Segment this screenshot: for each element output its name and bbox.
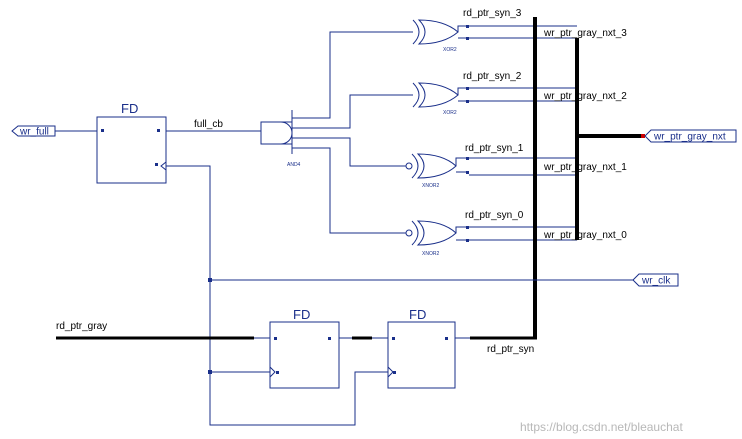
fd-top-d-pin: [101, 129, 104, 132]
fd-sync2-c-pin: [393, 371, 396, 374]
fd-sync1-d-pin: [274, 337, 277, 340]
net-rd-ptr-syn-2: rd_ptr_syn_2: [463, 71, 522, 82]
fd-top-c-pin: [155, 163, 158, 166]
net-rd-ptr-syn-0: rd_ptr_syn_0: [465, 210, 524, 221]
xnor2-gate-0[interactable]: XNOR2: [405, 220, 457, 257]
wire-and-in-3: [292, 31, 413, 119]
wire-and-in-1: [292, 137, 406, 167]
and4-label: AND4: [287, 162, 301, 168]
fd-sync1-q-pin: [328, 337, 331, 340]
port-wr-clk-label: wr_clk: [641, 276, 671, 287]
fd-sync2-d-pin: [392, 337, 395, 340]
net-full-cb-label: full_cb: [194, 119, 223, 130]
net-wr-ptr-gray-nxt-3: wr_ptr_gray_nxt_3: [543, 28, 627, 39]
net-rd-ptr-syn-3: rd_ptr_syn_3: [463, 8, 522, 19]
net-rd-ptr-syn-1: rd_ptr_syn_1: [465, 143, 524, 154]
fd-sync2-block[interactable]: FD: [387, 307, 456, 389]
xnor2-label-1: XNOR2: [422, 183, 439, 189]
fd-top-title: FD: [121, 101, 138, 116]
xor2-gate-3[interactable]: XOR2: [412, 19, 459, 53]
fd-sync1-title: FD: [293, 307, 310, 322]
xnor2-label-0: XNOR2: [422, 251, 439, 257]
fd-sync1-c-pin: [276, 371, 279, 374]
xnor2-gate-1[interactable]: XNOR2: [405, 153, 457, 189]
port-wr-ptr-gray-nxt-label: wr_ptr_gray_nxt: [653, 132, 726, 143]
port-wr-full-label: wr_full: [19, 127, 49, 138]
fd-sync2-q-pin: [445, 337, 448, 340]
xor2-label-3: XOR2: [443, 47, 457, 53]
wire-and-in-2: [292, 94, 413, 129]
fd-sync1-block[interactable]: FD: [269, 307, 340, 389]
port-wr-clk[interactable]: wr_clk: [632, 273, 679, 287]
watermark-text: https://blog.csdn.net/bleauchat: [520, 420, 683, 434]
net-rd-ptr-syn: rd_ptr_syn: [487, 344, 534, 355]
port-wr-full[interactable]: wr_full: [11, 125, 56, 138]
fd-sync2-title: FD: [409, 307, 426, 322]
wire-and-in-0: [292, 147, 406, 234]
and4-gate[interactable]: AND4: [260, 121, 301, 168]
fd-top-block[interactable]: FD: [96, 101, 167, 184]
net-wr-ptr-gray-nxt-1: wr_ptr_gray_nxt_1: [543, 162, 627, 173]
net-rd-ptr-gray: rd_ptr_gray: [56, 321, 107, 332]
net-wr-ptr-gray-nxt-0: wr_ptr_gray_nxt_0: [543, 230, 627, 241]
fd-top-q-pin: [157, 129, 160, 132]
wire-clk-trunk: [166, 165, 388, 426]
xor2-gate-2[interactable]: XOR2: [412, 82, 459, 116]
xor2-label-2: XOR2: [443, 110, 457, 116]
port-wr-ptr-gray-nxt[interactable]: wr_ptr_gray_nxt: [644, 129, 737, 143]
net-wr-ptr-gray-nxt-2: wr_ptr_gray_nxt_2: [543, 91, 627, 102]
